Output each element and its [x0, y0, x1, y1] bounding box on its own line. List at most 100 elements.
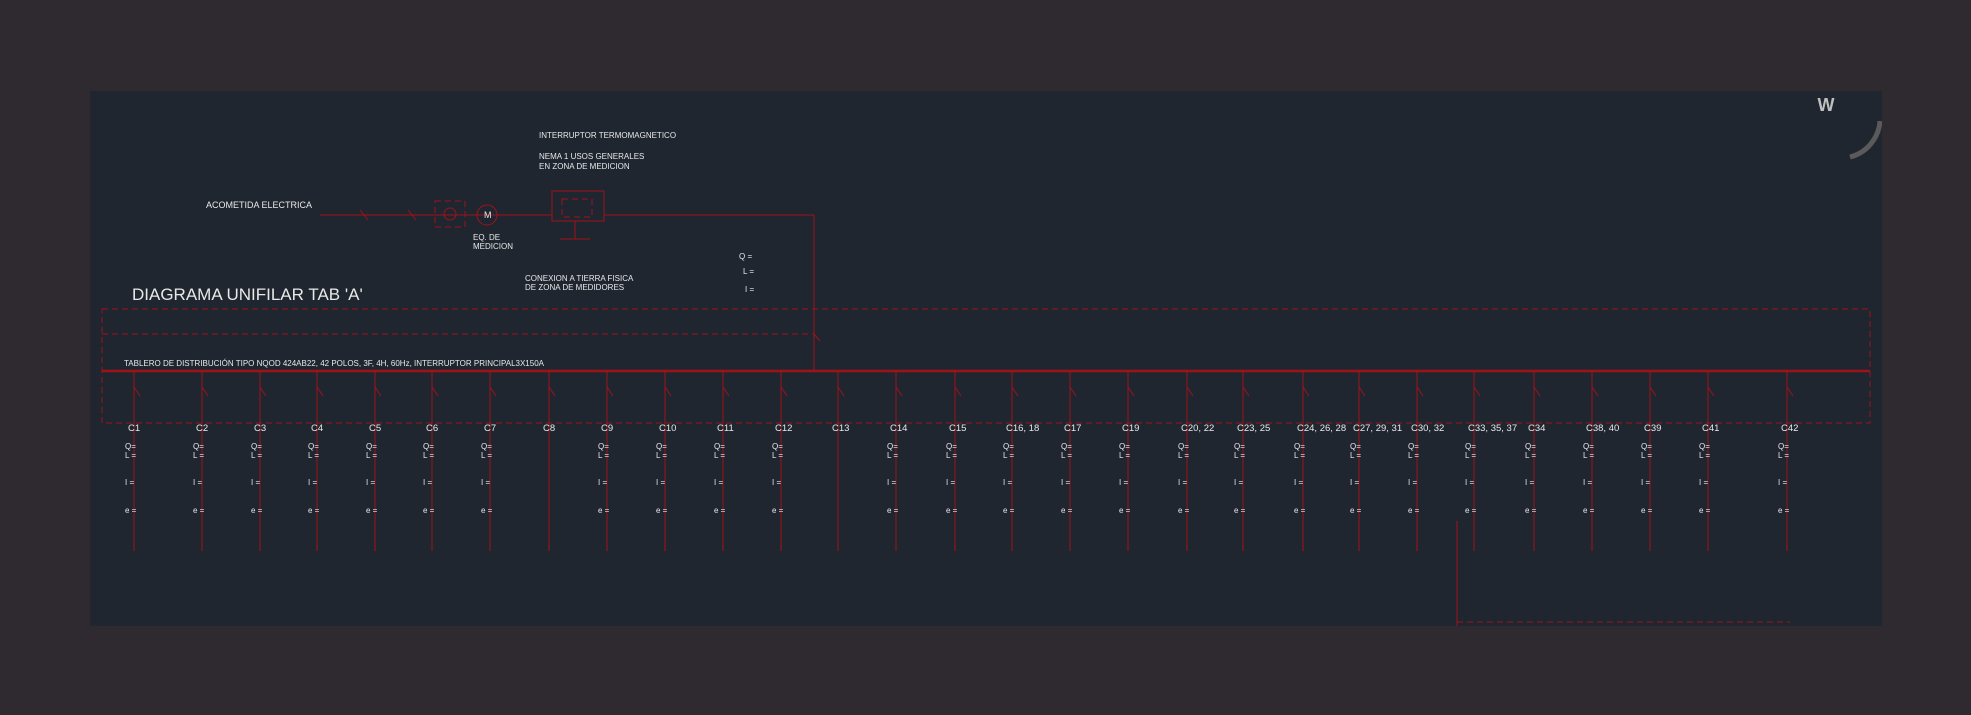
- service-entrance: [320, 200, 552, 228]
- circuit-label: C15: [949, 423, 966, 434]
- circuit-l-value: L =: [193, 451, 204, 460]
- circuit-l-value: L =: [308, 451, 319, 460]
- circuit-label: C39: [1644, 423, 1661, 434]
- circuit-l-value: L =: [366, 451, 377, 460]
- circuit-l-value: L =: [251, 451, 262, 460]
- circuit-label: C19: [1122, 423, 1139, 434]
- branch-breaker-symbol: [722, 386, 730, 397]
- circuit-e-value: e =: [308, 506, 320, 515]
- circuit-l-value: L =: [423, 451, 434, 460]
- branch-breaker-symbol: [201, 386, 209, 397]
- branch-breaker-symbol: [316, 386, 324, 397]
- circuit-i-value: I =: [193, 478, 202, 487]
- circuit-i-value: I =: [251, 478, 260, 487]
- circuit-i-value: I =: [1234, 478, 1243, 487]
- circuit-q-value: Q=: [1699, 442, 1710, 451]
- circuit-label: C1: [128, 423, 140, 434]
- circuit-label: C2: [196, 423, 208, 434]
- meter-label-2: MEDICION: [473, 242, 513, 251]
- circuit-q-value: Q=: [193, 442, 204, 451]
- circuit-e-value: e =: [1119, 506, 1131, 515]
- circuit-l-value: L =: [946, 451, 957, 460]
- circuit-e-value: e =: [1003, 506, 1015, 515]
- panel-label: TABLERO DE DISTRIBUCIÓN TIPO NQOD 424AB2…: [124, 359, 545, 368]
- circuit-i-value: I =: [366, 478, 375, 487]
- circuit-branch: C27, 29, 31Q=L =I =e =: [1350, 371, 1402, 551]
- circuit-branch: C9Q=L =I =e =: [598, 371, 614, 551]
- circuit-q-value: Q=: [772, 442, 783, 451]
- circuit-e-value: e =: [1641, 506, 1653, 515]
- circuit-e-value: e =: [1408, 506, 1420, 515]
- circuit-e-value: e =: [125, 506, 137, 515]
- circuit-i-value: I =: [125, 478, 134, 487]
- circuit-label: C30, 32: [1411, 423, 1444, 434]
- branch-breaker-symbol: [606, 386, 614, 397]
- enclosure-line-2: EN ZONA DE MEDICION: [539, 162, 630, 171]
- circuit-l-value: L =: [1641, 451, 1652, 460]
- circuit-q-value: Q=: [1003, 442, 1014, 451]
- circuit-q-value: Q=: [251, 442, 262, 451]
- circuit-q-value: Q=: [714, 442, 725, 451]
- circuit-l-value: L =: [1583, 451, 1594, 460]
- circuit-e-value: e =: [193, 506, 205, 515]
- circuit-i-value: I =: [1003, 478, 1012, 487]
- meter-letter: M: [484, 210, 492, 220]
- circuit-label: C12: [775, 423, 792, 434]
- branch-breaker-symbol: [1786, 386, 1794, 397]
- circuit-label: C16, 18: [1006, 423, 1039, 434]
- extension-box: [1456, 521, 1790, 626]
- circuit-l-value: L =: [125, 451, 136, 460]
- branch-breaker-symbol: [1069, 386, 1077, 397]
- circuit-i-value: I =: [1408, 478, 1417, 487]
- circuit-i-value: I =: [481, 478, 490, 487]
- circuit-label: C34: [1528, 423, 1545, 434]
- circuit-label: C23, 25: [1237, 423, 1270, 434]
- circuit-branch: C30, 32Q=L =I =e =: [1408, 371, 1444, 551]
- circuit-i-value: I =: [1778, 478, 1787, 487]
- viewcube[interactable]: W: [1812, 91, 1882, 161]
- circuit-i-value: I =: [656, 478, 665, 487]
- circuit-l-value: L =: [1003, 451, 1014, 460]
- circuit-l-value: L =: [1178, 451, 1189, 460]
- circuit-i-value: I =: [887, 478, 896, 487]
- circuit-label: C6: [426, 423, 438, 434]
- circuit-i-value: I =: [714, 478, 723, 487]
- branch-breaker-symbol: [664, 386, 672, 397]
- branch-breaker-symbol: [133, 386, 141, 397]
- branch-breaker-symbol: [1242, 386, 1250, 397]
- circuit-e-value: e =: [946, 506, 958, 515]
- circuit-label: C5: [369, 423, 381, 434]
- branch-breaker-symbol: [1127, 386, 1135, 397]
- branch-breaker-symbol: [1186, 386, 1194, 397]
- circuit-branch: C5Q=L =I =e =: [366, 371, 382, 551]
- circuit-label: C10: [659, 423, 676, 434]
- drawing-canvas[interactable]: ACOMETIDA ELECTRICA M EQ. DE MEDICION IN…: [90, 91, 1882, 626]
- circuit-label: C33, 35, 37: [1468, 423, 1517, 434]
- branch-breaker-symbol: [1707, 386, 1715, 397]
- circuit-label: C9: [601, 423, 613, 434]
- circuit-branch: C6Q=L =I =e =: [423, 371, 439, 551]
- circuit-e-value: e =: [1465, 506, 1477, 515]
- branch-breaker-symbol: [895, 386, 903, 397]
- circuit-e-value: e =: [1699, 506, 1711, 515]
- branch-breaker-symbol: [1533, 386, 1541, 397]
- circuit-branch: C23, 25Q=L =I =e =: [1234, 371, 1270, 551]
- circuit-e-value: e =: [887, 506, 899, 515]
- circuit-i-value: I =: [1699, 478, 1708, 487]
- circuit-label: C11: [717, 423, 734, 434]
- circuit-label: C41: [1702, 423, 1719, 434]
- circuit-e-value: e =: [251, 506, 263, 515]
- circuit-q-value: Q=: [1408, 442, 1419, 451]
- circuit-i-value: I =: [1641, 478, 1650, 487]
- circuit-branch: C24, 26, 28Q=L =I =e =: [1294, 371, 1346, 551]
- circuit-i-value: I =: [1061, 478, 1070, 487]
- circuit-label: C8: [543, 423, 555, 434]
- main-i: I =: [745, 285, 754, 294]
